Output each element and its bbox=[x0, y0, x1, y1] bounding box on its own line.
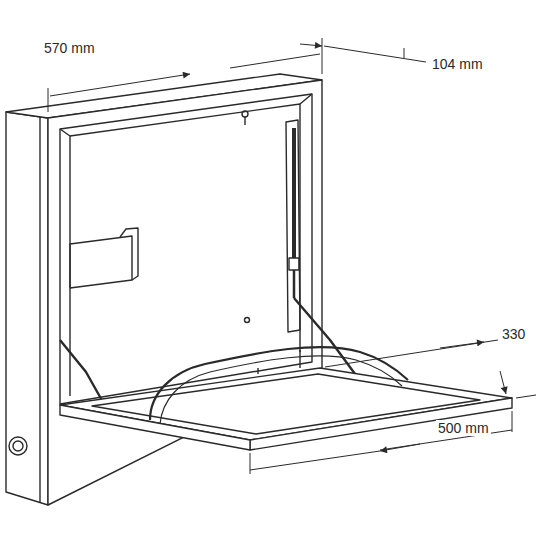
desk-front-edge bbox=[250, 398, 512, 450]
support-arm bbox=[294, 298, 358, 378]
extension-line bbox=[48, 88, 49, 112]
dimension-500 bbox=[250, 451, 380, 470]
side-panel bbox=[6, 112, 48, 505]
corner-edge bbox=[300, 94, 312, 104]
cable-hole bbox=[9, 437, 27, 455]
dimension-104 bbox=[324, 46, 426, 62]
extension-line bbox=[325, 340, 498, 367]
dimension-570 bbox=[230, 54, 320, 68]
dimension-lines bbox=[48, 38, 536, 474]
side-edge bbox=[39, 117, 40, 502]
corner-edge bbox=[60, 129, 70, 136]
mount-hole bbox=[245, 318, 250, 323]
extension-line bbox=[512, 411, 513, 432]
dimension-330 bbox=[500, 371, 506, 394]
keyhole bbox=[242, 111, 248, 117]
extension-line bbox=[250, 453, 251, 474]
dimension-label: 500 mm bbox=[436, 420, 491, 436]
laptop-retainer-bar bbox=[150, 347, 408, 420]
strut-rod bbox=[293, 270, 296, 298]
extension-line bbox=[404, 48, 405, 58]
laptop-retainer-bar bbox=[160, 356, 402, 424]
desk-inset bbox=[92, 374, 480, 434]
dimension-label: 330 bbox=[500, 326, 527, 342]
strut-rail bbox=[286, 120, 300, 332]
cable-hole-inner bbox=[13, 441, 23, 451]
dimension-104 bbox=[300, 44, 322, 46]
keyhole-slot bbox=[244, 117, 245, 125]
dimension-570 bbox=[50, 74, 190, 96]
retainer-post bbox=[299, 350, 300, 368]
back-wall-edge bbox=[70, 104, 300, 352]
retainer-post bbox=[257, 368, 258, 374]
inner-opening bbox=[60, 94, 312, 404]
support-arm bbox=[60, 340, 104, 404]
cable-pocket-lip bbox=[120, 228, 138, 280]
dimension-330 bbox=[440, 342, 484, 348]
desk-flap bbox=[60, 368, 512, 440]
dimension-label: 104 mm bbox=[430, 56, 485, 72]
strut-piston bbox=[289, 258, 299, 270]
dimension-500 bbox=[380, 444, 420, 451]
extension-line bbox=[516, 395, 536, 398]
cable-pocket bbox=[70, 236, 132, 288]
extension-line bbox=[322, 38, 323, 74]
dimension-label: 570 mm bbox=[42, 40, 97, 56]
gas-strut bbox=[292, 128, 296, 258]
